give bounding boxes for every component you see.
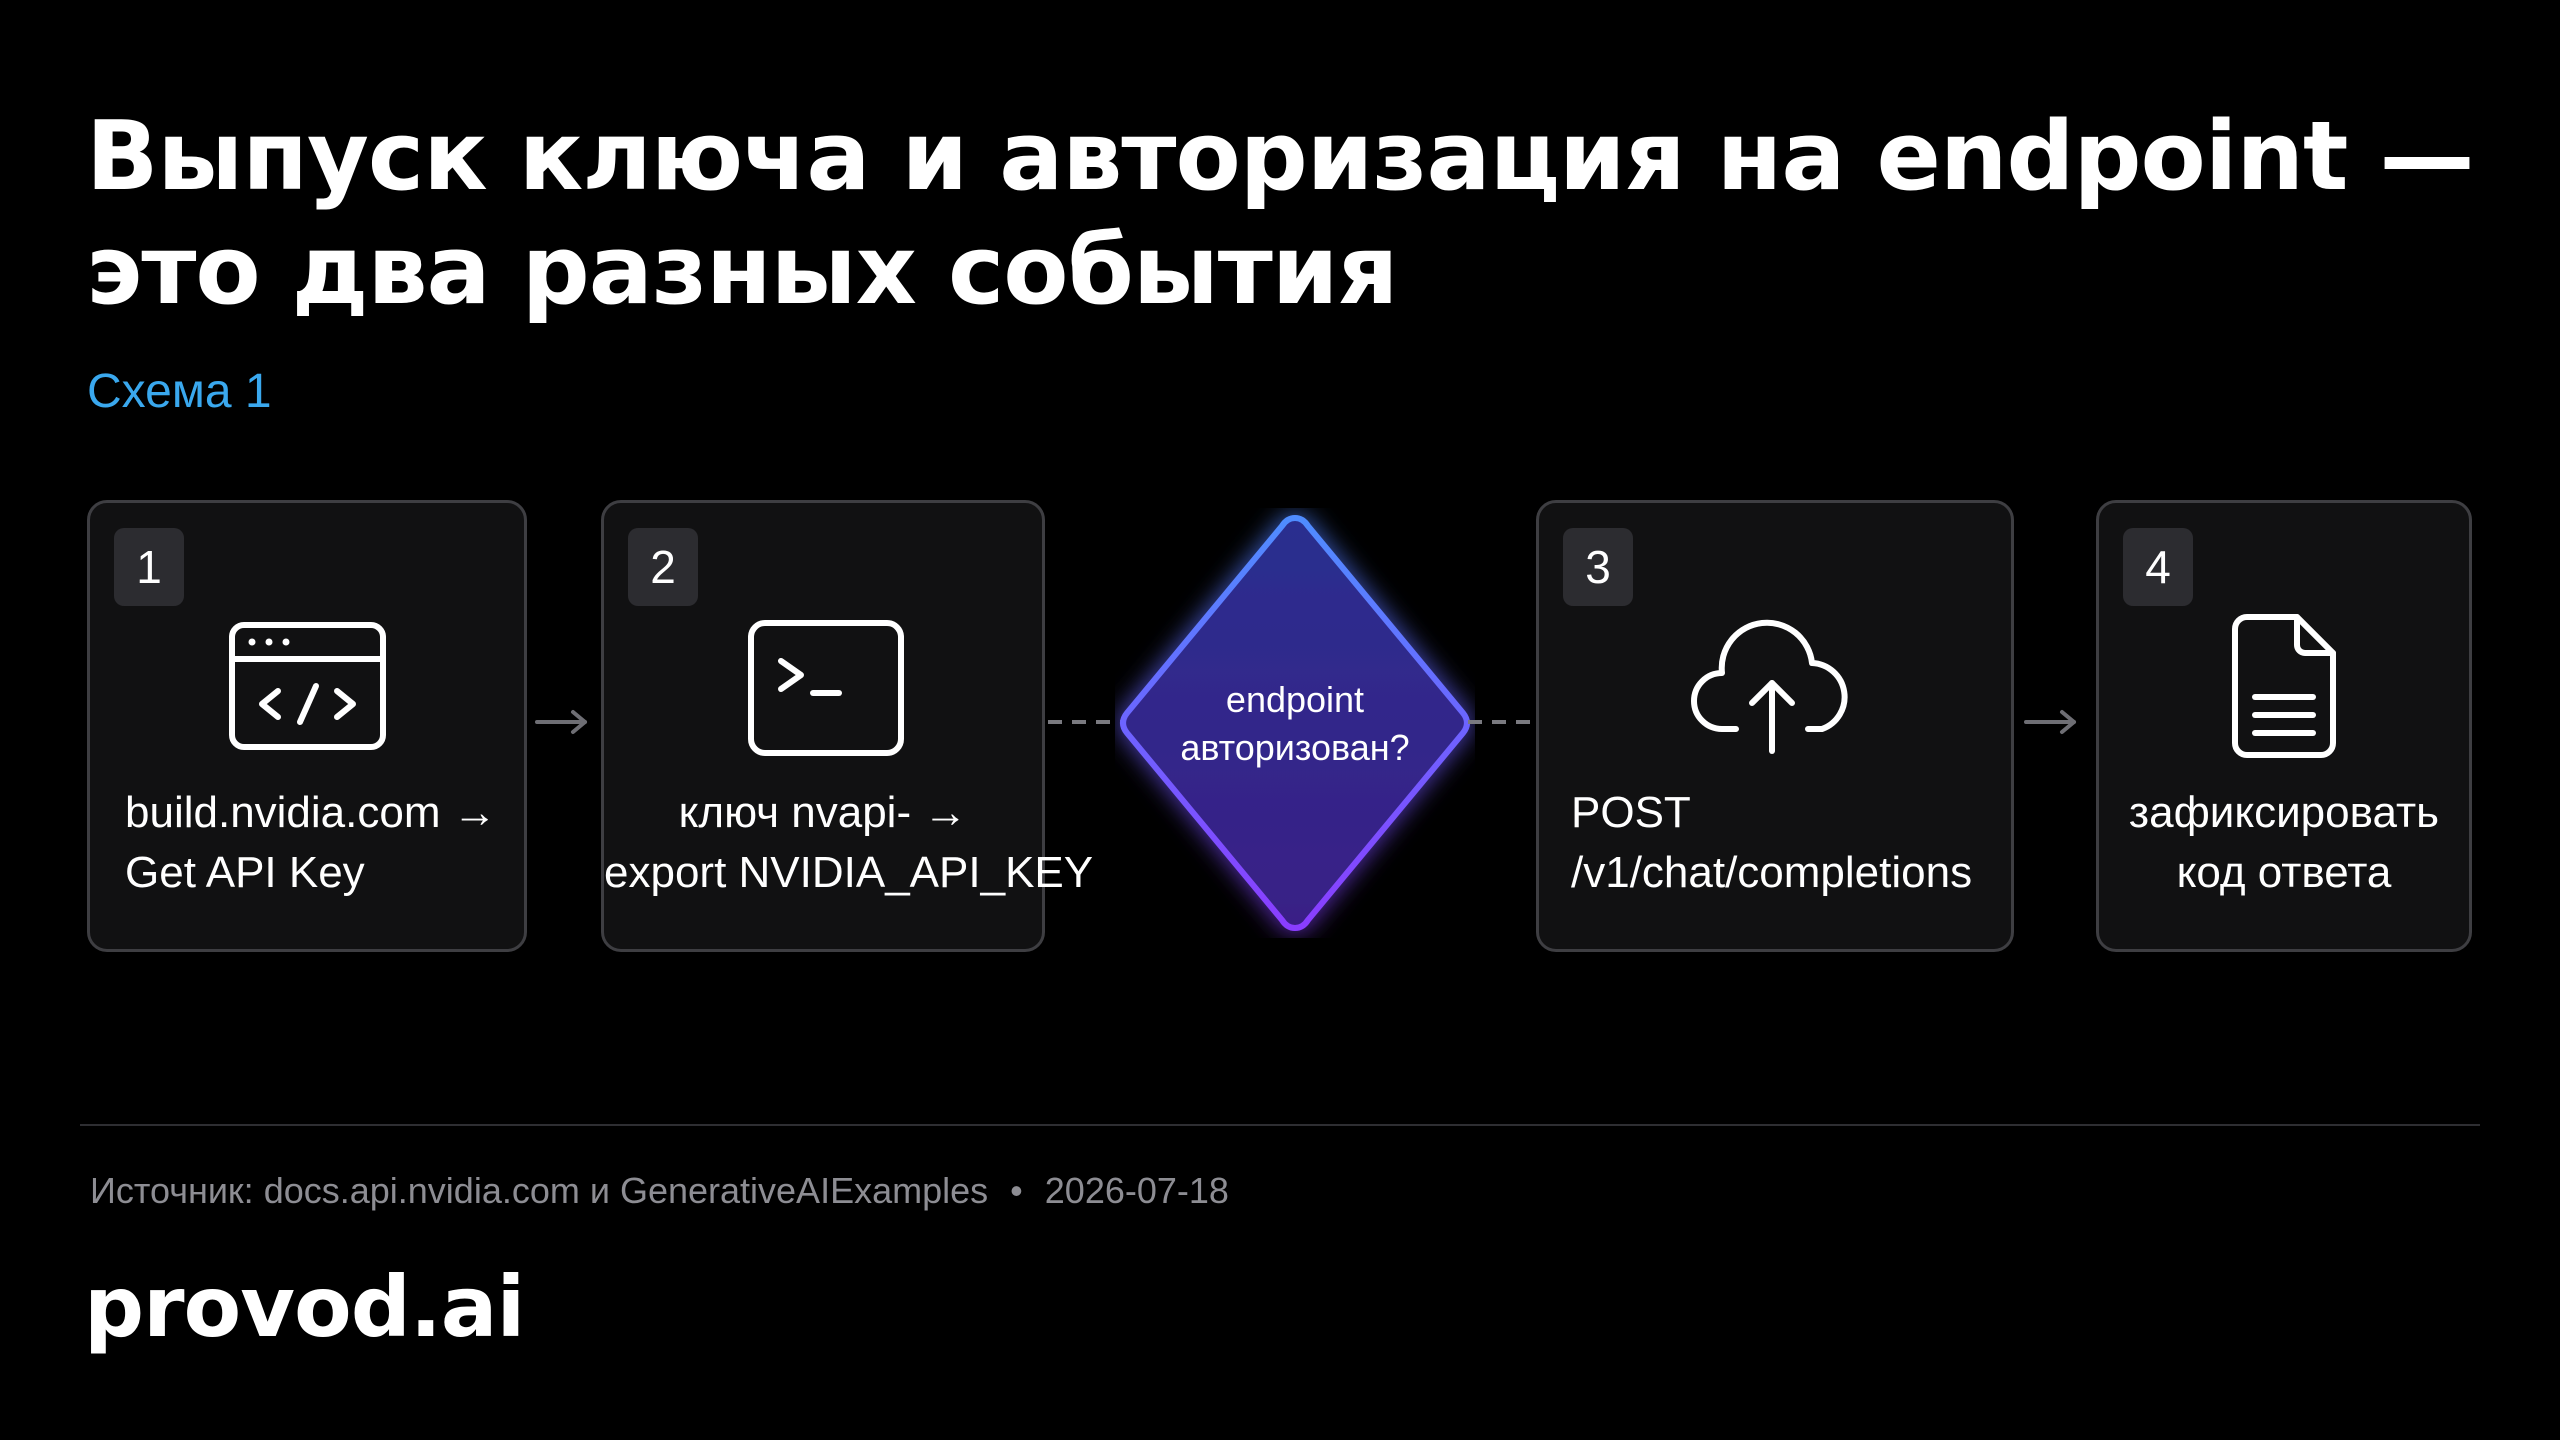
step-label: ключ nvapi- → export NVIDIA_API_KEY xyxy=(604,783,1094,903)
page-title-line-2: это два разных события xyxy=(86,216,1398,326)
step-label: POST /v1/chat/completions xyxy=(1571,783,1972,903)
arrow-connector xyxy=(2024,710,2076,734)
step-number-badge: 4 xyxy=(2123,528,2193,606)
step-label: build.nvidia.com → Get API Key xyxy=(125,783,497,903)
step-label-line-1: ключ nvapi- → xyxy=(678,788,968,837)
source-line: Источник: docs.api.nvidia.com и Generati… xyxy=(90,1170,1229,1212)
decision-node: endpoint авторизован? xyxy=(1115,508,1475,938)
decision-diamond-shape xyxy=(1120,514,1470,932)
step-label: зафиксировать код ответа xyxy=(2099,783,2469,903)
footer-divider xyxy=(80,1124,2480,1126)
step-number-badge: 3 xyxy=(1563,528,1633,606)
step-number-badge: 1 xyxy=(114,528,184,606)
step-label-line-2: код ответа xyxy=(2176,848,2392,897)
step-card-2: 2 ключ nvapi- → export NVIDIA_API_KEY xyxy=(601,500,1094,952)
source-separator: • xyxy=(1010,1170,1023,1211)
step-label-line-2: export NVIDIA_API_KEY xyxy=(604,848,1094,897)
cloud-upload-icon xyxy=(1684,611,1864,761)
code-window-icon xyxy=(220,611,395,761)
step-label-line-1: POST xyxy=(1571,788,1691,837)
dashed-connector xyxy=(1048,720,1122,724)
decision-label-line-1: endpoint xyxy=(1225,679,1365,720)
source-date: 2026-07-18 xyxy=(1044,1170,1229,1211)
dashed-connector xyxy=(1468,720,1536,724)
step-label-line-2: /v1/chat/completions xyxy=(1571,848,1973,897)
document-icon xyxy=(2219,611,2349,761)
decision-label: endpoint авторизован? xyxy=(1115,676,1475,772)
arrow-connector xyxy=(535,710,587,734)
step-card-3: 3 POST /v1/chat/completions xyxy=(1536,500,2014,952)
step-label-line-2: Get API Key xyxy=(125,848,365,897)
brand-logo: provod.ai xyxy=(84,1258,525,1356)
terminal-icon xyxy=(739,611,909,761)
step-card-4: 4 зафиксировать код ответа xyxy=(2096,500,2472,952)
page-title-line-1: Выпуск ключа и авторизация на endpoint — xyxy=(86,102,2475,212)
decision-label-line-2: авторизован? xyxy=(1180,727,1410,768)
source-text: Источник: docs.api.nvidia.com и Generati… xyxy=(90,1170,989,1211)
page-title: Выпуск ключа и авторизация на endpoint —… xyxy=(86,100,2475,328)
step-card-1: 1 build.nvidia.com → Get API Key xyxy=(87,500,527,952)
step-label-line-1: зафиксировать xyxy=(2128,788,2440,837)
step-label-line-1: build.nvidia.com → xyxy=(125,788,497,837)
step-number-badge: 2 xyxy=(628,528,698,606)
diagram-subtitle: Схема 1 xyxy=(87,365,272,418)
